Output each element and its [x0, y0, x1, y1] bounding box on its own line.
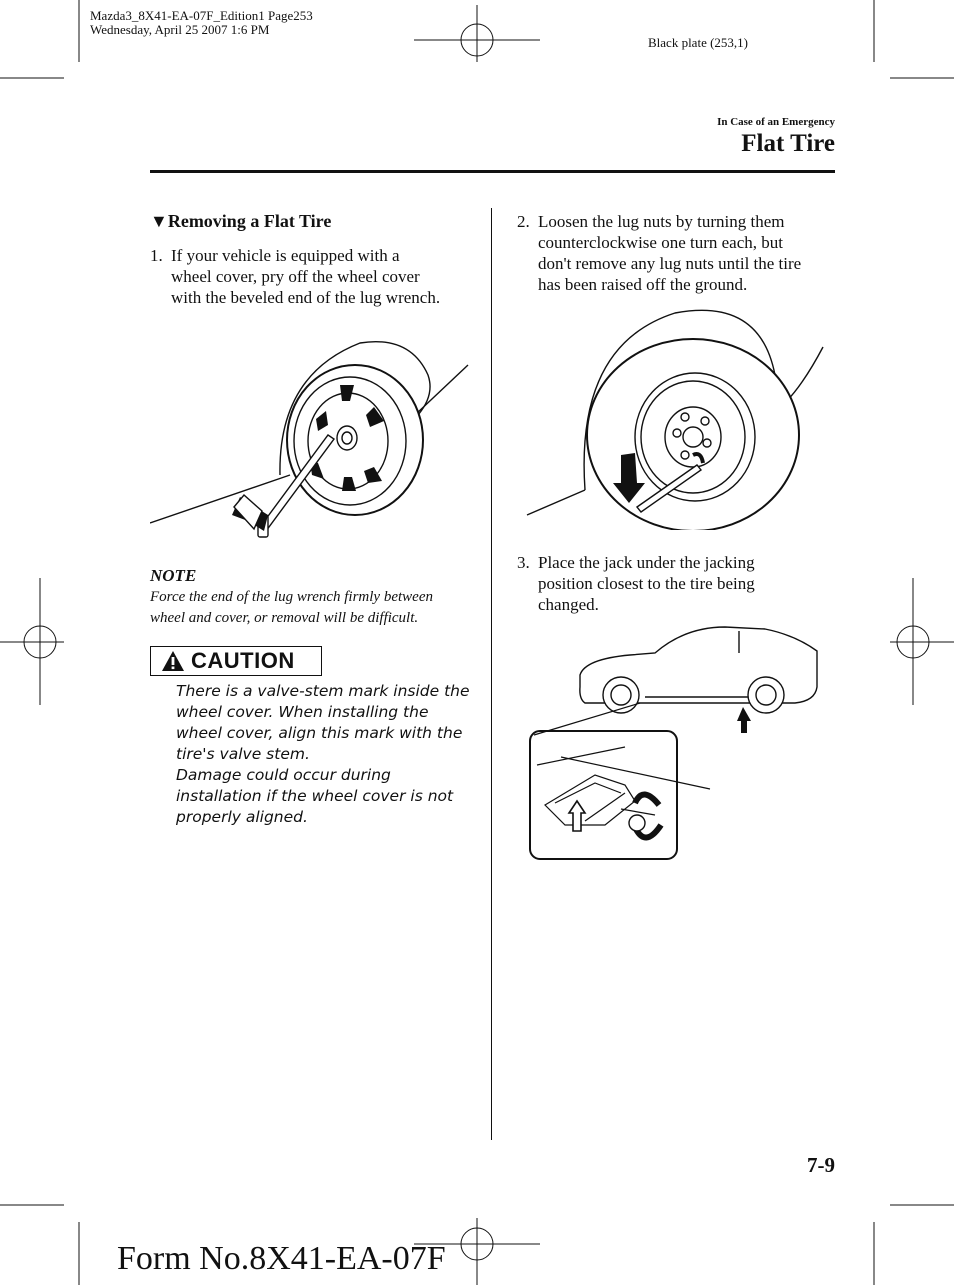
note-line: Force the end of the lug wrench firmly b… — [150, 589, 433, 605]
page-number: 7-9 — [807, 1153, 835, 1177]
step-text-line: Place the jack under the jacking — [538, 553, 755, 572]
step-text-line: counterclockwise one turn each, but — [538, 233, 783, 252]
form-number: Form No.8X41-EA-07F — [117, 1240, 446, 1277]
caution-line: There is a valve-stem mark inside the — [176, 682, 470, 700]
caution-line: Damage could occur during — [176, 766, 391, 784]
step-text-line: If your vehicle is equipped with a — [171, 246, 400, 265]
jack-placement-illustration — [529, 626, 818, 860]
lug-nut-loosening-illustration — [526, 309, 824, 530]
step-3: 3. Place the jack under the jacking posi… — [517, 552, 837, 615]
step-number: 3. — [517, 553, 530, 572]
wheel-cover-removal-illustration — [150, 341, 469, 538]
file-info: Mazda3_8X41-EA-07F_Edition1 Page253 — [90, 8, 313, 23]
date-info: Wednesday, April 25 2007 1:6 PM — [90, 22, 270, 37]
step-text-line: has been raised off the ground. — [538, 275, 748, 294]
caution-line: tire's valve stem. — [176, 745, 310, 763]
note-title: NOTE — [150, 566, 197, 585]
column-divider — [491, 208, 492, 1140]
step-text-line: wheel cover, pry off the wheel cover — [171, 267, 420, 286]
step-1: 1. If your vehicle is equipped with a wh… — [150, 245, 480, 308]
note-line: wheel and cover, or removal will be diff… — [150, 610, 419, 626]
step-number: 2. — [517, 212, 530, 231]
plate-info: Black plate (253,1) — [648, 35, 748, 50]
caution-label: CAUTION — [191, 648, 295, 673]
caution-line: wheel cover, align this mark with the — [176, 724, 463, 742]
header-rule — [150, 170, 835, 173]
caution-banner: CAUTION — [150, 646, 322, 676]
subsection-heading: ▼Removing a Flat Tire — [150, 211, 331, 232]
caution-line: wheel cover. When installing the — [176, 703, 429, 721]
warning-icon — [162, 651, 184, 671]
caution-body: There is a valve-stem mark inside the wh… — [176, 681, 486, 828]
section-title: In Case of an Emergency — [717, 116, 835, 128]
triangle-marker-icon: ▼ — [150, 211, 168, 231]
note-body: Force the end of the lug wrench firmly b… — [150, 587, 480, 629]
step-text-line: changed. — [538, 595, 599, 614]
step-number: 1. — [150, 246, 163, 265]
caution-line: installation if the wheel cover is not — [176, 787, 454, 805]
step-2: 2. Loosen the lug nuts by turning them c… — [517, 211, 837, 295]
step-text-line: position closest to the tire being — [538, 574, 755, 593]
step-text-line: don't remove any lug nuts until the tire — [538, 254, 802, 273]
subsection-heading-text: Removing a Flat Tire — [167, 211, 332, 231]
step-text-line: Loosen the lug nuts by turning them — [538, 212, 785, 231]
caution-line: properly aligned. — [176, 808, 308, 826]
page-title: Flat Tire — [741, 130, 835, 157]
step-text-line: with the beveled end of the lug wrench. — [171, 288, 441, 307]
